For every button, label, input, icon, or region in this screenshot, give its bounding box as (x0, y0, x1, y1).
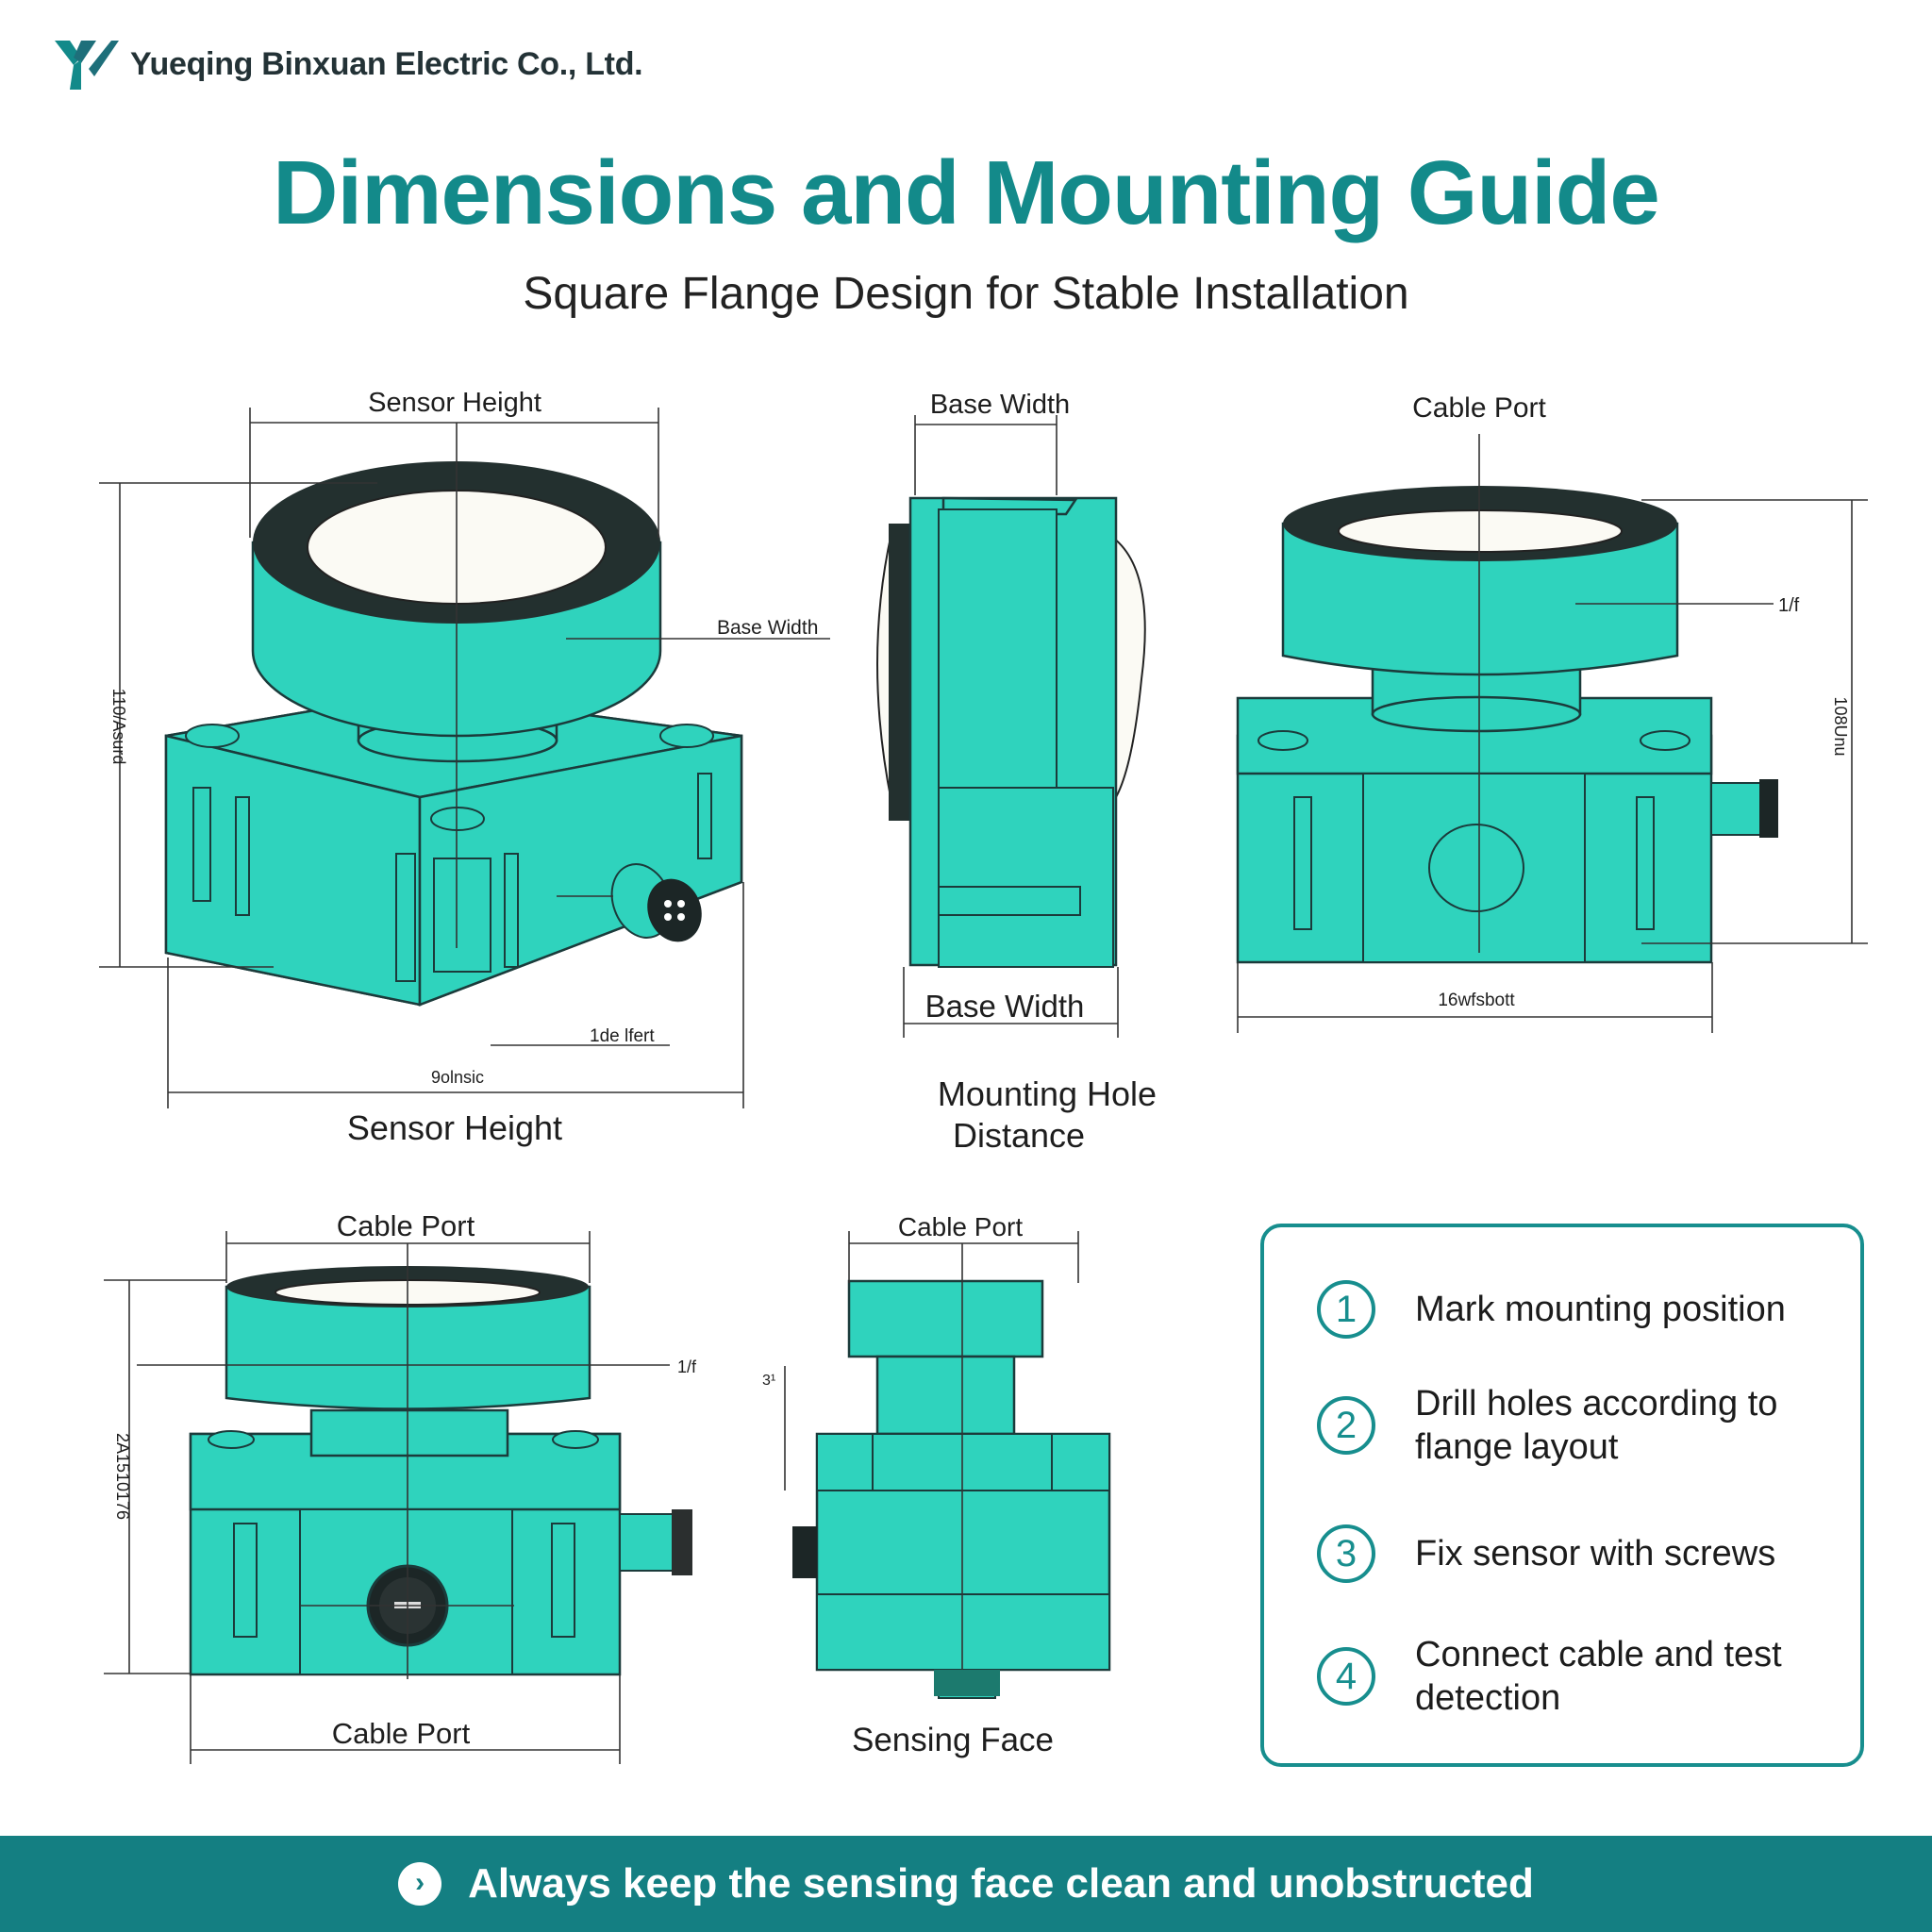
v1-bottom-dim: 9olnsic (431, 1068, 484, 1087)
v1-side-label: Base Width (717, 617, 818, 639)
step-2: 2 Drill holes according to flange layout (1317, 1382, 1830, 1469)
v5-top-label: Cable Port (898, 1212, 1024, 1241)
view-isometric: Sensor Height Base Width 110/Asurd 1de l… (99, 388, 830, 1147)
step-3: 3 Fix sensor with screws (1317, 1524, 1830, 1583)
v5-side-connector-icon (792, 1526, 817, 1578)
v1-vertical-dim: 110/Asurd (109, 689, 128, 765)
step-1: 1 Mark mounting position (1317, 1280, 1830, 1339)
v2-below-label-2: Distance (953, 1116, 1085, 1155)
v1-bottom-label: Sensor Height (347, 1108, 562, 1147)
view-side-profile: Base Width Base Width Mounting Hole Dist… (876, 390, 1157, 1155)
step-4: 4 Connect cable and test detection (1317, 1633, 1830, 1720)
v2-top-label: Base Width (930, 390, 1070, 420)
v3-top-label: Cable Port (1412, 392, 1546, 424)
step-number-2: 2 (1317, 1396, 1375, 1455)
page-title: Dimensions and Mounting Guide (273, 142, 1660, 243)
step-text-4: Connect cable and test detection (1415, 1635, 1782, 1718)
step-text-1: Mark mounting position (1415, 1290, 1786, 1329)
chevron-right-icon: › (398, 1862, 442, 1906)
v3-vertical-dim: 108Unu (1831, 696, 1850, 756)
v4-vertical-dim: 2A1510176 (113, 1433, 132, 1520)
v1-inner-dim: 1de lfert (590, 1026, 655, 1046)
view-front-right-port: Cable Port 1/f 108Unu 16wfsbott (1236, 392, 1868, 1033)
v3-side-text: 1/f (1778, 595, 1800, 616)
v2-bottom-label: Base Width (925, 989, 1085, 1024)
v5-side-text: 3¹ (762, 1373, 775, 1389)
v4-top-label: Cable Port (337, 1209, 475, 1242)
step-number-1: 1 (1317, 1280, 1375, 1339)
footer-text: Always keep the sensing face clean and u… (468, 1860, 1534, 1907)
view-side-bottom-port: Cable Port 3¹ Sensing Face (762, 1212, 1111, 1758)
v3-connector-icon (1759, 779, 1778, 838)
company-header: Yueqing Binxuan Electric Co., Ltd. (53, 36, 643, 92)
v4-side-text: 1/f (677, 1357, 697, 1376)
step-text-3: Fix sensor with screws (1415, 1534, 1776, 1574)
v4-side-connector-icon (672, 1509, 692, 1575)
v2-below-label-1: Mounting Hole (938, 1074, 1157, 1113)
footer-banner: › Always keep the sensing face clean and… (0, 1836, 1932, 1932)
step-text-2: Drill holes according to flange layout (1415, 1384, 1778, 1467)
mounting-steps-panel: 1 Mark mounting position 2 Drill holes a… (1260, 1224, 1864, 1767)
connector-plug-icon (647, 878, 702, 942)
step-number-4: 4 (1317, 1647, 1375, 1706)
v5-bottom-label: Sensing Face (852, 1722, 1054, 1758)
base-right-face (418, 734, 743, 1007)
view-front-center-port: Cable Port 1/f 2A1510176 Cable Port (104, 1209, 697, 1764)
v1-top-label: Sensor Height (368, 388, 541, 418)
v4-bottom-label: Cable Port (332, 1717, 471, 1750)
page-subtitle: Square Flange Design for Stable Installa… (523, 269, 1409, 319)
v5-bottom-connector-icon (934, 1670, 1000, 1696)
step-number-3: 3 (1317, 1524, 1375, 1583)
v3-bottom-dim: 16wfsbott (1438, 991, 1515, 1010)
yb-logo-icon (55, 41, 119, 90)
company-name: Yueqing Binxuan Electric Co., Ltd. (130, 45, 643, 82)
